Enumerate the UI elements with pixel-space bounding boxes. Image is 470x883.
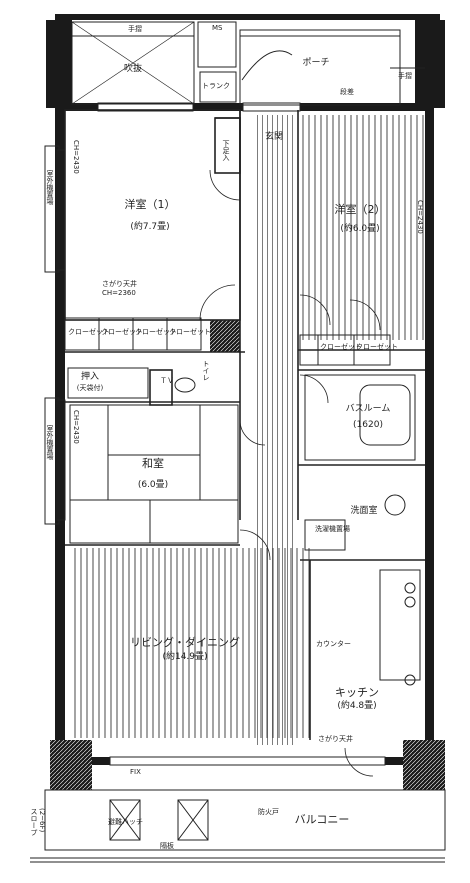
room-washroom-name: 洗面室 bbox=[350, 506, 378, 516]
ceiling-drop-height: CH=2360 bbox=[102, 289, 136, 297]
closet-label-5: クローゼット bbox=[320, 343, 362, 351]
step-label: 段差 bbox=[340, 88, 354, 96]
oshiire-label: 押入 bbox=[80, 372, 100, 382]
room-bath-name: バスルーム bbox=[345, 404, 391, 414]
ceiling-drop-label: さがり天井 bbox=[102, 280, 137, 288]
counter-label: カウンター bbox=[316, 640, 351, 648]
ceiling-height-jp: CH=2430 bbox=[72, 410, 80, 444]
shoe-storage-label: 下足入 bbox=[222, 140, 230, 161]
slope-floors: (2~6F) bbox=[38, 808, 46, 833]
bath-fixtures bbox=[304, 374, 421, 686]
room-porch-name: ポーチ bbox=[302, 58, 330, 68]
tatami bbox=[69, 404, 239, 544]
living-floor bbox=[70, 548, 310, 738]
slope-label: スロープ bbox=[30, 808, 38, 836]
closet-label-6: クローゼット bbox=[356, 343, 398, 351]
room-japanese-size: (6.0畳) bbox=[137, 480, 169, 490]
room-western1-size: (約7.7畳) bbox=[130, 222, 170, 232]
room-entrance-name: 玄関 bbox=[264, 132, 284, 142]
room-japanese-name: 和室 bbox=[142, 457, 164, 470]
closet-label-1: クローゼット bbox=[68, 328, 110, 336]
room-toilet-name: トイレ bbox=[202, 360, 210, 381]
room-western2-name: 洋室（2） bbox=[334, 203, 386, 216]
upper-area bbox=[71, 21, 425, 106]
ac-outdoor-1: 室外機置場 bbox=[46, 170, 54, 205]
windows bbox=[56, 102, 386, 766]
ceiling-drop-kitchen: さがり天井 bbox=[318, 735, 353, 743]
partition-label: 隔板 bbox=[160, 842, 174, 850]
laundry-label: 洗濯機置場 bbox=[315, 525, 350, 533]
interior-walls bbox=[64, 109, 425, 740]
room-western2-size: (約6.0畳) bbox=[340, 224, 380, 234]
ms-label: MS bbox=[212, 24, 223, 32]
toilet-bowl bbox=[174, 377, 196, 393]
room-living-size: (約14.9畳) bbox=[162, 652, 208, 662]
ceiling-height-w2: CH=2430 bbox=[416, 200, 424, 234]
closet-label-3: クローゼット bbox=[135, 328, 177, 336]
door-swings bbox=[199, 169, 381, 777]
hatch-label: 避難ハッチ bbox=[108, 818, 143, 826]
room-balcony-name: バルコニー bbox=[294, 813, 350, 826]
room-kitchen-name: キッチン bbox=[335, 686, 379, 699]
tv-label: ＴＶ bbox=[160, 377, 174, 385]
ceiling-height-top: CH=2430 bbox=[72, 140, 80, 174]
room-living-name: リビング・ダイニング bbox=[130, 636, 240, 649]
room-kitchen-size: (約4.8畳) bbox=[337, 701, 377, 711]
rail-label: 手摺 bbox=[128, 25, 142, 33]
room-void-name: 吹抜 bbox=[123, 64, 143, 74]
trunk-label: トランク bbox=[202, 82, 230, 90]
closets bbox=[64, 317, 391, 399]
ac-outdoor-2: 室外機置場 bbox=[46, 425, 54, 460]
railing-label: 手摺 bbox=[398, 72, 412, 80]
balcony-outline bbox=[30, 789, 446, 863]
room-western1-name: 洋室（1） bbox=[124, 198, 176, 211]
closet-label-4: クローゼット bbox=[169, 328, 211, 336]
tenbukuro-label: (天袋付) bbox=[76, 384, 104, 392]
fire-door-label: 防火戸 bbox=[258, 808, 279, 816]
fix-label: FIX bbox=[130, 768, 141, 776]
closet-label-2: クローゼット bbox=[101, 328, 143, 336]
room-bath-size: (1620) bbox=[353, 420, 383, 430]
